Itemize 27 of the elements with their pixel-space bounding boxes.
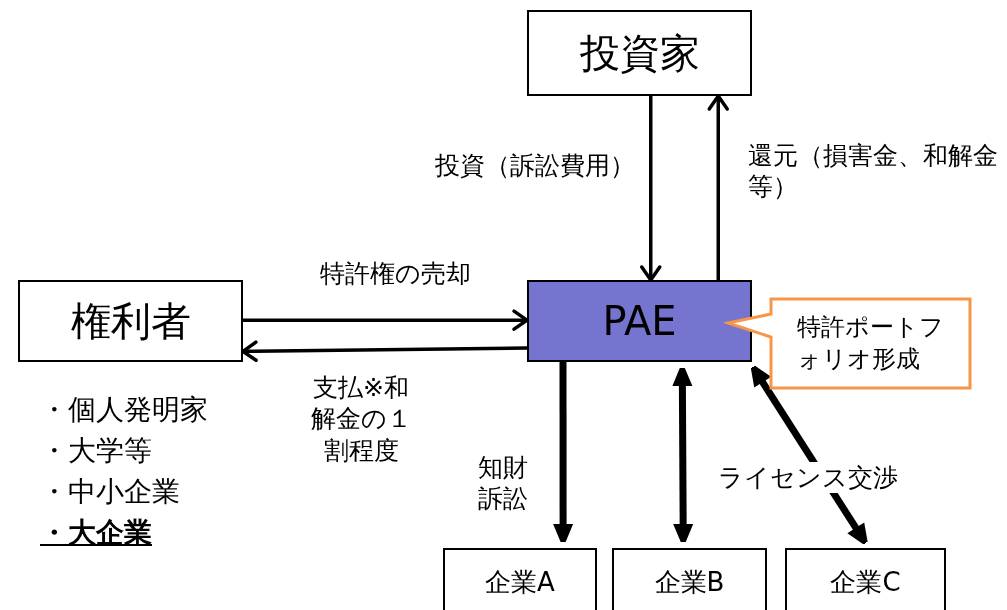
- edge-label: 支払※和解金の１割程度: [309, 372, 413, 466]
- rights-holder-box: [18, 280, 243, 362]
- pae-box: [527, 280, 752, 362]
- node-label: 企業C: [830, 566, 901, 600]
- edge-label: 特許権の売却: [318, 258, 472, 290]
- arrow: [707, 94, 729, 280]
- investor-box: [527, 10, 752, 96]
- node-label: 投資家: [579, 29, 700, 78]
- callout-box: [724, 297, 972, 390]
- node-label: 企業A: [485, 566, 555, 600]
- list-item: ・個人発明家: [40, 392, 208, 427]
- callout-text: 特許ポートフォリオ形成: [796, 312, 945, 375]
- arrow: [640, 96, 662, 282]
- list-item: ・大企業: [40, 515, 152, 550]
- company-box: [612, 548, 767, 610]
- node-label: 権利者: [70, 297, 191, 346]
- edge-label: 還元（損害金、和解金等）: [748, 140, 999, 203]
- node-label: PAE: [602, 297, 677, 346]
- company-box: [785, 548, 946, 610]
- edge-label: ライセンス交渉: [718, 462, 898, 494]
- arrow: [243, 309, 529, 331]
- edge-label: 知財訴訟: [477, 452, 529, 515]
- node-label: 企業B: [654, 566, 725, 600]
- edge-label: 投資（訴訟費用）: [434, 150, 635, 182]
- list-item: ・大学等: [40, 433, 152, 468]
- company-box: [443, 548, 597, 610]
- list-item: ・中小企業: [40, 474, 180, 509]
